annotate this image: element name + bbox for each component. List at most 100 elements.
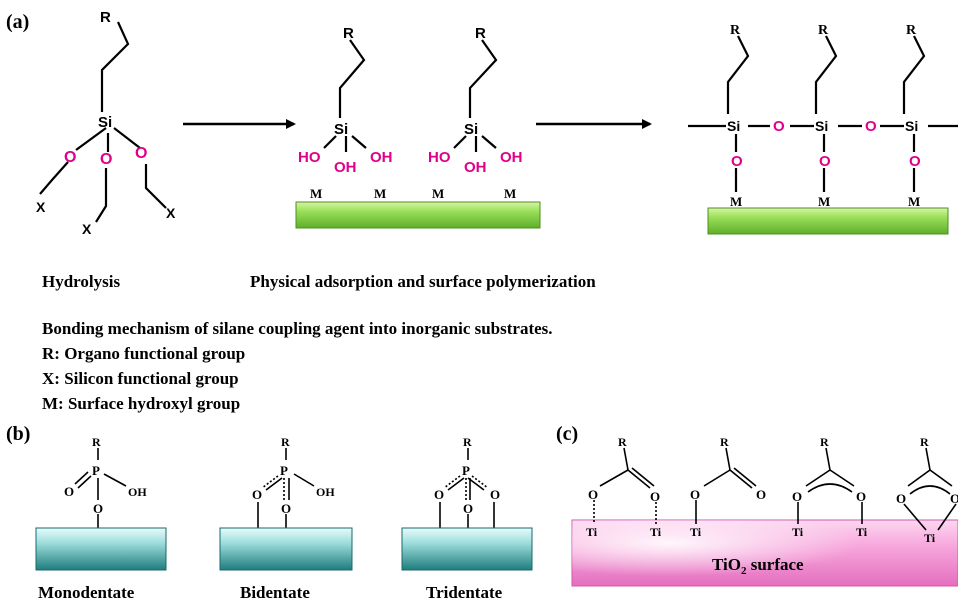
atom-m: M: [730, 194, 742, 209]
atom-r: R: [281, 435, 290, 449]
atom-p: P: [280, 463, 288, 478]
atom-o-right: O: [135, 145, 147, 162]
atom-o: O: [896, 491, 906, 506]
bidentate-structure: [257, 448, 315, 528]
atom-o: O: [650, 489, 660, 504]
atom-ti: Ti: [924, 531, 936, 545]
substrate-green-2: [707, 207, 949, 235]
atom-r: R: [343, 25, 354, 42]
substrate-teal-1: [35, 527, 167, 571]
atom-o: O: [773, 118, 785, 135]
panel-label-c: (c): [556, 423, 578, 445]
atom-o: O: [690, 487, 700, 502]
atom-r: R: [920, 435, 929, 449]
atom-ti: Ti: [650, 525, 662, 539]
atom-m: M: [504, 186, 516, 201]
substrate-pink-highlight: [572, 520, 958, 586]
silane-molecule: [39, 21, 167, 223]
atom-oh: OH: [128, 485, 147, 499]
atom-ho: HO: [428, 149, 451, 166]
mode-monodentate: Monodentate: [38, 583, 135, 602]
mode-tridentate: Tridentate: [426, 583, 503, 602]
substrate-teal-2: [219, 527, 353, 571]
atom-o: O: [856, 489, 866, 504]
atom-m: M: [818, 194, 830, 209]
atom-p: P: [92, 463, 100, 478]
atom-o: O: [252, 487, 262, 502]
atom-x-center: X: [82, 221, 92, 237]
panel-label-a: (a): [6, 11, 29, 33]
atom-r: R: [463, 435, 472, 449]
atom-x-right: X: [166, 205, 176, 221]
description-r: R: Organo functional group: [42, 344, 246, 363]
caption-adsorption: Physical adsorption and surface polymeri…: [250, 272, 596, 291]
atom-o: O: [93, 501, 103, 516]
atom-oh: OH: [370, 149, 393, 166]
atom-m: M: [310, 186, 322, 201]
substrate-green-1: [295, 201, 541, 229]
atom-ti: Ti: [792, 525, 804, 539]
siloxane-network: [688, 35, 958, 192]
carboxylate-4: [903, 447, 957, 531]
atom-m: M: [432, 186, 444, 201]
atom-m: M: [374, 186, 386, 201]
atom-r: R: [720, 435, 729, 449]
atom-o: O: [490, 487, 500, 502]
substrate-teal-3: [401, 527, 533, 571]
description-m: M: Surface hydroxyl group: [42, 394, 241, 413]
description-x: X: Silicon functional group: [42, 369, 239, 388]
atom-p: P: [462, 463, 470, 478]
caption-hydrolysis: Hydrolysis: [42, 272, 121, 291]
atom-r: R: [92, 435, 101, 449]
atom-r: R: [618, 435, 627, 449]
atom-r: R: [906, 23, 917, 38]
atom-si: Si: [98, 114, 112, 131]
atom-oh: OH: [316, 485, 335, 499]
atom-o: O: [950, 491, 958, 506]
atom-ti: Ti: [856, 525, 868, 539]
carboxylate-2: [695, 447, 757, 524]
atom-o: O: [865, 118, 877, 135]
atom-r: R: [475, 25, 486, 42]
atom-oh: OH: [334, 159, 357, 176]
atom-si: Si: [905, 118, 918, 134]
atom-ti: Ti: [586, 525, 598, 539]
atom-o: O: [281, 501, 291, 516]
atom-ti: Ti: [690, 525, 702, 539]
atom-oh: OH: [464, 159, 487, 176]
atom-r: R: [820, 435, 829, 449]
atom-o: O: [64, 484, 74, 499]
silanol-2: [453, 39, 498, 152]
atom-ho: HO: [298, 149, 321, 166]
atom-o: O: [909, 153, 921, 170]
atom-si: Si: [464, 121, 478, 138]
panel-label-b: (b): [6, 423, 30, 445]
mode-bidentate: Bidentate: [240, 583, 310, 602]
atom-x-left: X: [36, 199, 46, 215]
atom-si: Si: [815, 118, 828, 134]
description-title: Bonding mechanism of silane coupling age…: [42, 319, 553, 338]
tridentate-structure: [439, 448, 495, 528]
atom-o: O: [756, 487, 766, 502]
tio2-surface-label: TiO2 surface: [712, 555, 804, 577]
atom-si: Si: [727, 118, 740, 134]
atom-o: O: [463, 501, 473, 516]
atom-r: R: [730, 23, 741, 38]
atom-o: O: [819, 153, 831, 170]
carboxylate-1: [593, 447, 657, 524]
atom-o: O: [731, 153, 743, 170]
atom-si: Si: [334, 121, 348, 138]
atom-o: O: [588, 487, 598, 502]
atom-o: O: [792, 489, 802, 504]
atom-r: R: [100, 9, 111, 26]
atom-o-left: O: [64, 149, 76, 166]
atom-o-center: O: [100, 151, 112, 168]
silanol-1: [323, 39, 367, 152]
atom-m: M: [908, 194, 920, 209]
atom-o: O: [434, 487, 444, 502]
atom-oh: OH: [500, 149, 523, 166]
atom-r: R: [818, 23, 829, 38]
carboxylate-3: [797, 447, 863, 524]
